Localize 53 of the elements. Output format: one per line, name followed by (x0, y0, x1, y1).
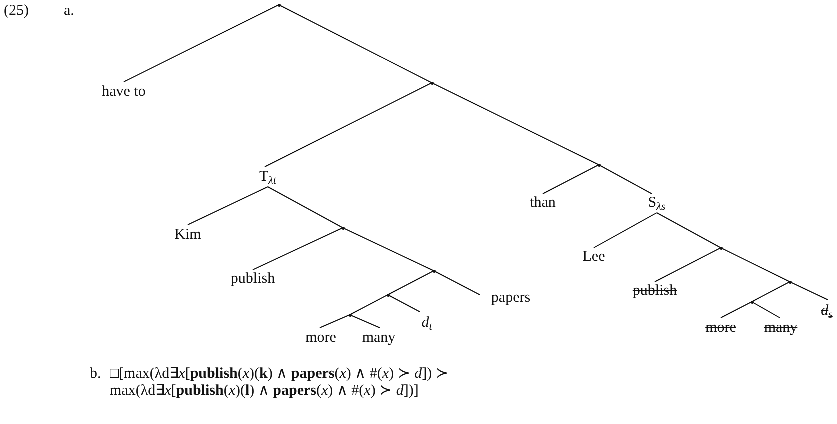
branch-point (278, 4, 280, 6)
tree-node-label: more (706, 319, 736, 337)
tree-node-label: T$_{λt}$ (260, 168, 276, 186)
item-letter: b. (90, 366, 102, 383)
branch-point (430, 82, 434, 84)
tree-node-label: d$_{t}$ (422, 314, 432, 332)
tree-branch (654, 248, 722, 282)
tree-branch (350, 314, 380, 328)
tree-node-label: papers (491, 289, 531, 307)
tree-node-label: have to (102, 83, 146, 101)
formula-line: □[max(λd∃x[publish(x)(k) ∧ papers(x) ∧ #(x) ≻ d]) ≻ (110, 366, 449, 383)
tree-branch (388, 270, 434, 296)
tree-branch (542, 164, 600, 194)
tree-branch (432, 82, 600, 166)
item-letter: a. (64, 3, 74, 20)
tree-branch (752, 302, 780, 318)
tree-node-label: many (764, 319, 798, 337)
branch-point (348, 314, 352, 316)
tree-node-label: publish (230, 270, 276, 288)
tree-branch (188, 186, 268, 226)
tree-branch (124, 4, 280, 82)
tree-branch (252, 228, 344, 270)
tree-branch (278, 4, 432, 84)
tree-branch (790, 282, 828, 300)
branch-point (598, 164, 600, 166)
branch-point (432, 270, 436, 272)
tree-branch (752, 282, 790, 302)
branch-point (750, 300, 754, 304)
tree-branch (656, 212, 722, 248)
example-number: (25) (4, 3, 29, 20)
tree-branch (350, 294, 388, 316)
tree-branch (264, 82, 432, 168)
tree-node-label: more (306, 329, 336, 347)
tree-node-label: Lee (582, 248, 606, 266)
branch-point (788, 280, 792, 284)
tree-node-label: S$_{λs}$ (648, 194, 666, 212)
tree-node-label: publish (632, 282, 678, 300)
branch-point (386, 294, 390, 296)
tree-branch (434, 270, 480, 296)
branch-point (342, 226, 344, 230)
tree-branch (342, 228, 434, 272)
tree-node-label: than (530, 194, 556, 212)
formula-line: max(λd∃x[publish(x)(l) ∧ papers(x) ∧ #(x) ≻ d])] (110, 383, 419, 400)
tree-branch (594, 212, 658, 248)
tree-branch (598, 164, 652, 194)
tree-branch (320, 314, 350, 328)
tree-branch (268, 186, 344, 228)
tree-node-label: Kim (174, 226, 202, 244)
tree-branch (388, 294, 420, 312)
tree-node-label: many (362, 329, 396, 347)
branch-point (720, 246, 722, 250)
tree-branch (720, 302, 752, 318)
tree-branch (720, 248, 790, 282)
